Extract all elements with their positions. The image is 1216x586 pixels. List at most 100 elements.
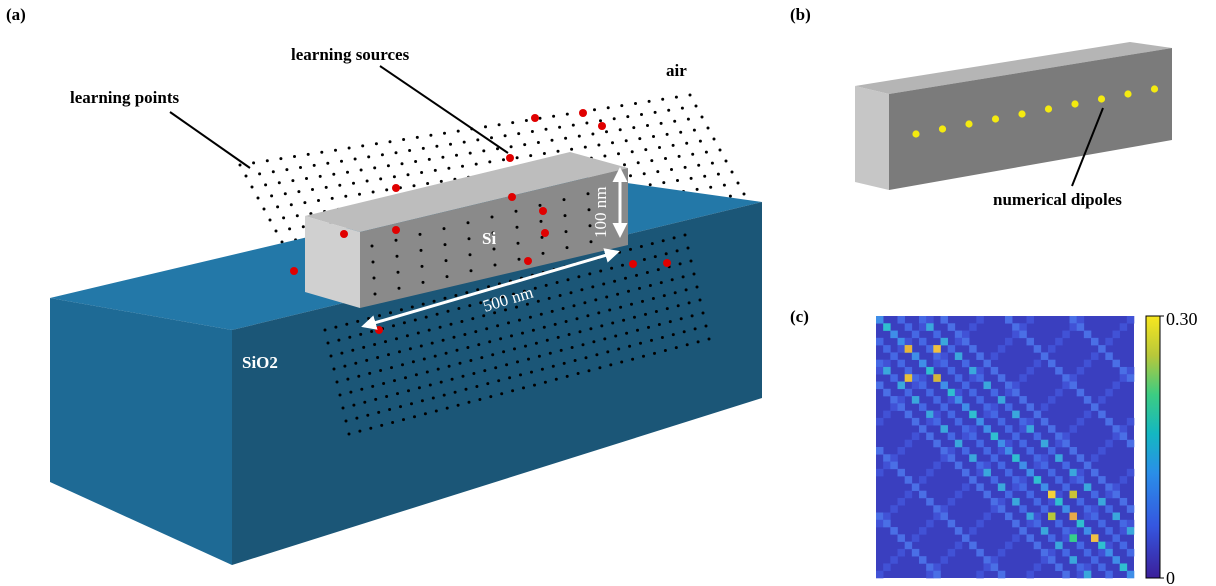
- matrix-cell: [1098, 519, 1106, 528]
- matrix-cell: [1069, 316, 1077, 324]
- matrix-cell: [883, 410, 891, 419]
- learning-point: [628, 344, 632, 348]
- learning-point: [550, 138, 554, 142]
- learning-point: [477, 343, 481, 347]
- learning-point: [538, 116, 542, 120]
- matrix-cell: [1012, 323, 1020, 331]
- learning-point: [511, 121, 515, 125]
- matrix-cell: [904, 490, 913, 499]
- matrix-cell: [904, 323, 913, 331]
- learning-point: [323, 328, 327, 332]
- matrix-cell: [890, 374, 898, 382]
- learning-point: [468, 151, 472, 155]
- learning-point: [486, 382, 490, 386]
- matrix-cell: [997, 345, 1006, 353]
- matrix-cell: [976, 439, 984, 448]
- learning-point: [279, 157, 283, 161]
- learning-point: [415, 135, 419, 139]
- matrix-cell: [1048, 512, 1056, 521]
- learning-point: [629, 174, 632, 178]
- matrix-cell: [876, 570, 884, 579]
- learning-point: [380, 423, 384, 427]
- matrix-cell: [1091, 352, 1099, 360]
- learning-point: [575, 317, 579, 321]
- learning-point: [639, 245, 643, 248]
- learning-point: [570, 147, 574, 151]
- learning-point: [382, 382, 386, 385]
- matrix-cell: [1069, 425, 1077, 433]
- matrix-cell: [1105, 548, 1113, 557]
- matrix-cell: [1076, 519, 1085, 528]
- matrix-cell: [1076, 388, 1085, 397]
- learning-point: [396, 270, 400, 274]
- matrix-cell: [1062, 330, 1070, 339]
- matrix-cell: [897, 403, 905, 411]
- learning-point: [602, 282, 606, 286]
- learning-point: [657, 323, 661, 326]
- learning-point: [629, 247, 632, 251]
- matrix-cell: [1105, 541, 1113, 550]
- learning-point: [460, 320, 464, 323]
- matrix-cell: [1005, 468, 1013, 477]
- matrix-cell: [897, 468, 905, 477]
- learning-point: [698, 298, 702, 302]
- matrix-cell: [1005, 447, 1013, 455]
- learning-point: [445, 275, 449, 279]
- learning-point: [397, 286, 401, 290]
- learning-point: [586, 192, 590, 196]
- learning-point: [411, 360, 415, 364]
- learning-point: [421, 146, 425, 150]
- learning-point: [359, 168, 363, 172]
- matrix-cell: [1062, 432, 1070, 441]
- matrix-cell: [997, 439, 1006, 448]
- learning-point: [405, 334, 409, 338]
- learning-point: [554, 377, 558, 381]
- learning-point: [268, 218, 272, 222]
- learning-point: [373, 166, 377, 170]
- learning-point: [468, 253, 472, 257]
- matrix-cell: [1091, 512, 1099, 521]
- matrix-cell: [883, 454, 891, 462]
- learning-point: [454, 294, 458, 297]
- learning-point: [742, 192, 746, 196]
- learning-point: [684, 288, 688, 292]
- learning-point: [380, 153, 384, 157]
- learning-point: [347, 432, 351, 436]
- matrix-cell: [1098, 396, 1106, 404]
- matrix-cell: [976, 366, 984, 375]
- matrix-cell: [1126, 505, 1135, 513]
- learning-point: [566, 278, 570, 282]
- matrix-cell: [1091, 490, 1099, 499]
- learning-point: [697, 163, 701, 167]
- matrix-cell: [1040, 548, 1049, 557]
- learning-point: [603, 154, 607, 158]
- matrix-cell: [1048, 447, 1056, 455]
- matrix-cell: [926, 316, 934, 324]
- dipoles-leader: [1071, 107, 1104, 187]
- learning-point: [410, 402, 413, 406]
- learning-point: [689, 259, 693, 263]
- matrix-cell: [876, 381, 884, 390]
- learning-point: [591, 132, 595, 136]
- learning-source: [579, 109, 587, 117]
- matrix-cell: [1062, 374, 1070, 382]
- learning-point: [329, 354, 333, 358]
- learning-point: [301, 225, 305, 229]
- matrix-cell: [1026, 468, 1034, 477]
- matrix-cell: [976, 570, 984, 579]
- learning-point: [686, 117, 690, 121]
- matrix-cell: [983, 425, 991, 433]
- learning-point: [556, 149, 560, 153]
- matrix-cell: [904, 541, 913, 550]
- matrix-cell: [911, 352, 920, 360]
- learning-point: [392, 324, 395, 328]
- matrix-cell: [1069, 476, 1077, 484]
- learning-point: [373, 292, 377, 296]
- matrix-cell: [947, 410, 956, 419]
- matrix-cell: [1040, 454, 1049, 462]
- matrix-cell: [926, 410, 934, 419]
- learning-point: [564, 230, 568, 234]
- learning-point: [414, 160, 418, 163]
- matrix-cell: [919, 556, 927, 564]
